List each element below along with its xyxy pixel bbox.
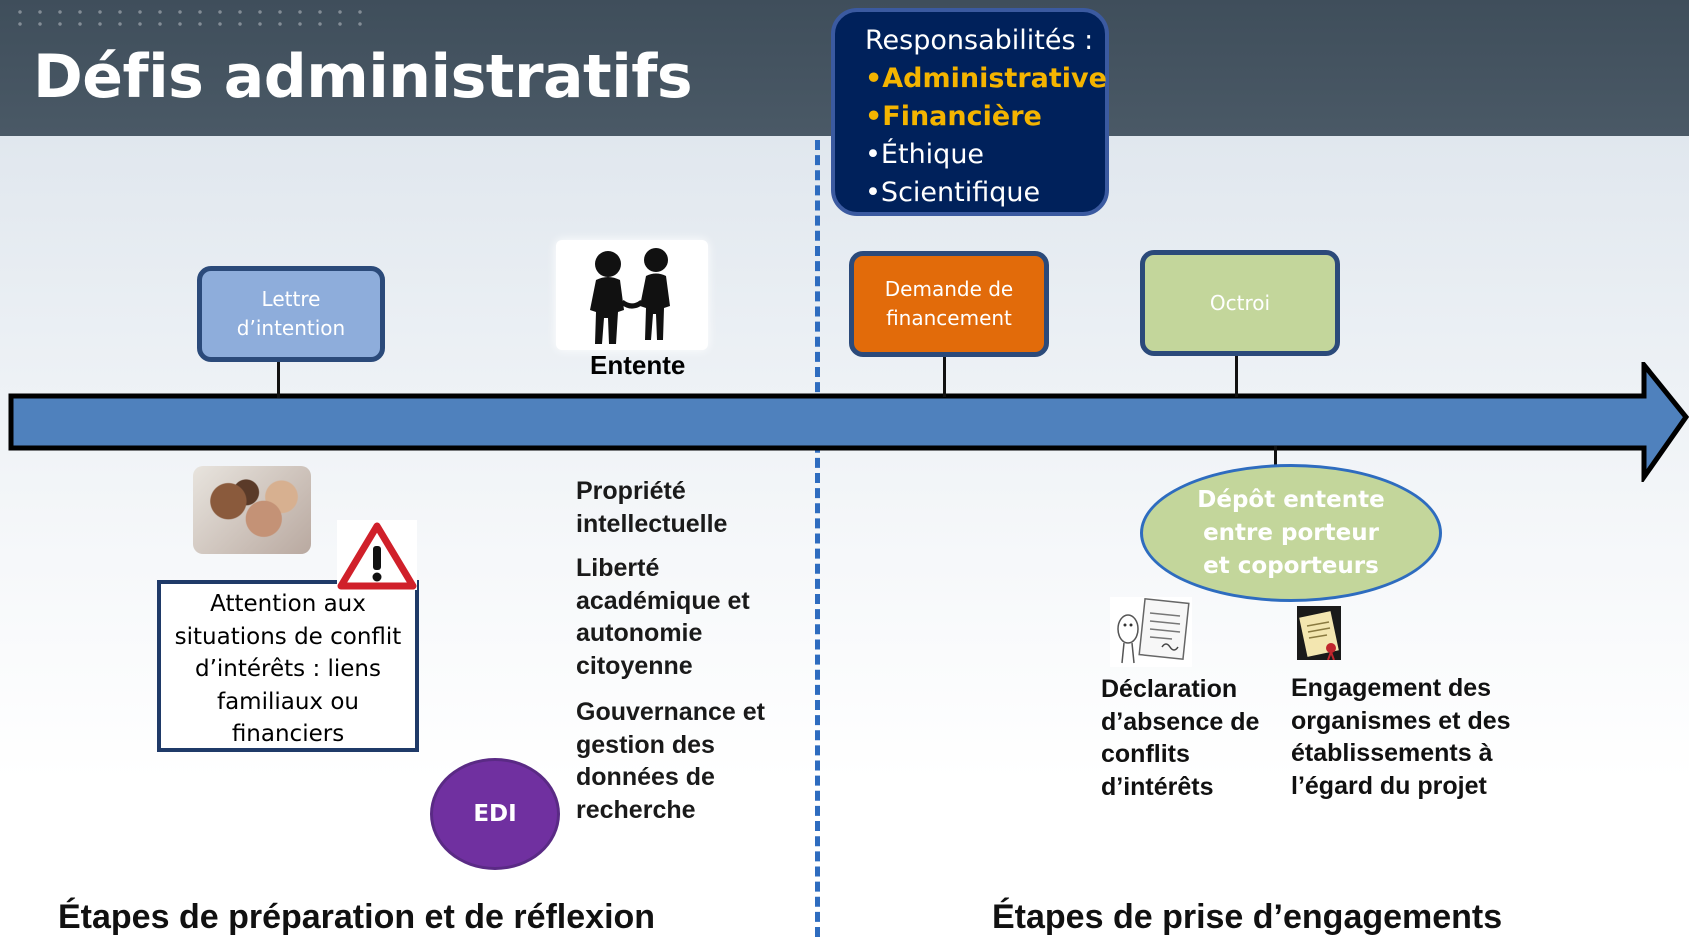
phase-divider-dashed-line	[815, 140, 820, 937]
engagement-organizations: Engagement des organismes et des établis…	[1291, 674, 1511, 800]
topic-intellectual-property: Propriété intellectuelle	[576, 477, 728, 538]
responsibility-financial: •Financière	[865, 101, 1042, 132]
warning-triangle-icon	[337, 520, 417, 590]
responsibilities-box: Responsabilités : •Administrative •Finan…	[831, 8, 1109, 216]
topic-data-governance: Gouvernance et gestion des données de re…	[576, 698, 765, 824]
declaration-no-conflict: Déclaration d’absence de conflits d’inté…	[1101, 675, 1260, 801]
funding-line2: financement	[886, 306, 1012, 330]
deposit-line1: Dépôt entente	[1197, 486, 1385, 513]
deposit-connector	[1274, 446, 1277, 466]
responsibility-ethics: •Éthique	[865, 139, 985, 170]
agreement-label: Entente	[590, 350, 686, 380]
conflict-warning-box: Attention aux situations de conflit d’in…	[157, 580, 419, 752]
letter-line1: Lettre	[261, 287, 321, 311]
funding-line1: Demande de	[884, 277, 1014, 301]
agreement-image	[556, 240, 708, 350]
responsibility-administrative: •Administrative	[865, 63, 1107, 94]
section-title-preparation: Étapes de préparation et de réflexion	[58, 898, 656, 936]
section-title-commitments: Étapes de prise d’engagements	[992, 898, 1503, 936]
letter-line2: d’intention	[236, 316, 346, 340]
milestone-letter-of-intent: Lettre d’intention	[197, 266, 385, 362]
deposit-line3: et coporteurs	[1203, 552, 1379, 579]
deposit-line2: entre porteur	[1203, 519, 1379, 546]
letter-connector	[277, 360, 280, 398]
milestone-grant: Octroi	[1140, 250, 1340, 356]
timeline-arrow	[8, 362, 1689, 482]
responsibilities-heading: Responsabilités :	[865, 25, 1094, 56]
deposit-agreement-oval: Dépôt entente entre porteur et coporteurs	[1140, 464, 1442, 602]
milestone-funding-request: Demande de financement	[849, 251, 1049, 357]
contract-document-icon	[1110, 597, 1192, 667]
grant-label: Octroi	[1209, 290, 1271, 315]
page-title: Défis administratifs	[33, 42, 693, 112]
people-holding-hands-icon	[590, 248, 670, 344]
edi-circle: EDI	[430, 758, 560, 870]
signed-scroll-icon	[1297, 606, 1341, 660]
header-dot-pattern	[10, 6, 370, 30]
topic-academic-freedom: Liberté académique et autonomie citoyenn…	[576, 554, 750, 680]
grant-connector	[1235, 354, 1238, 397]
responsibility-scientific: •Scientifique	[865, 177, 1041, 208]
funding-connector	[943, 355, 946, 397]
hands-together-photo	[193, 466, 311, 554]
